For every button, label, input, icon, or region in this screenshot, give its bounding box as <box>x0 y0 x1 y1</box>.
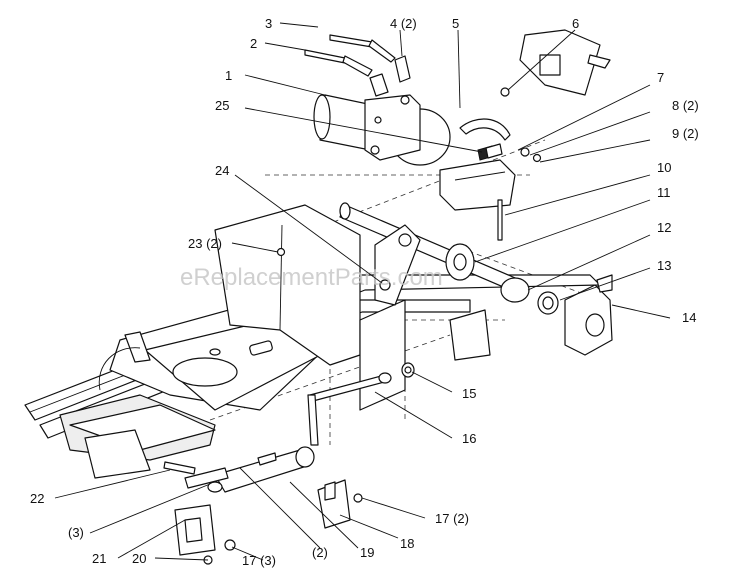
callout-13: 13 <box>657 258 671 273</box>
callout-17-pair: 17 (2) <box>435 511 469 526</box>
callout-8: 8 (2) <box>672 98 699 113</box>
lower-brackets <box>174 479 363 565</box>
callout-22: 22 <box>30 491 44 506</box>
cover-bracket <box>500 29 611 97</box>
callout-9: 9 (2) <box>672 126 699 141</box>
callout-6: 6 <box>572 16 579 31</box>
chassis-frame <box>24 139 601 479</box>
callout-25: 25 <box>215 98 229 113</box>
callout-16: 16 <box>462 431 476 446</box>
callout-10: 10 <box>657 160 671 175</box>
callout-19: 19 <box>360 545 374 560</box>
lift-linkage <box>163 362 415 493</box>
pivot-shaft-assembly <box>339 202 613 356</box>
callout-23: 23 (2) <box>188 236 222 251</box>
callout-21: 21 <box>92 551 106 566</box>
callout-1: 1 <box>225 68 232 83</box>
leader-lines <box>54 22 671 561</box>
callout-3: 3 <box>265 16 272 31</box>
callout-11: 11 <box>657 185 671 200</box>
callout-labels: 1 2 3 4 (2) 5 6 7 8 (2) 9 (2) 10 11 12 1… <box>30 16 699 568</box>
nut-23 <box>276 247 286 257</box>
callout-4: 4 (2) <box>390 16 417 31</box>
callout-17-triple: 17 (3) <box>242 553 276 568</box>
callout-24: 24 <box>215 163 229 178</box>
callout-2-qty: (2) <box>312 545 328 560</box>
watermark-text: eReplacementParts.com <box>180 264 443 291</box>
callout-2: 2 <box>250 36 257 51</box>
mount-bracket <box>439 118 542 241</box>
callout-5: 5 <box>452 16 459 31</box>
callout-14: 14 <box>682 310 696 325</box>
callout-15: 15 <box>462 386 476 401</box>
callout-18: 18 <box>400 536 414 551</box>
pump-motor-assembly <box>304 34 503 166</box>
callout-20: 20 <box>132 551 146 566</box>
callout-3-qty: (3) <box>68 525 84 540</box>
callout-12: 12 <box>657 220 671 235</box>
callout-7: 7 <box>657 70 664 85</box>
